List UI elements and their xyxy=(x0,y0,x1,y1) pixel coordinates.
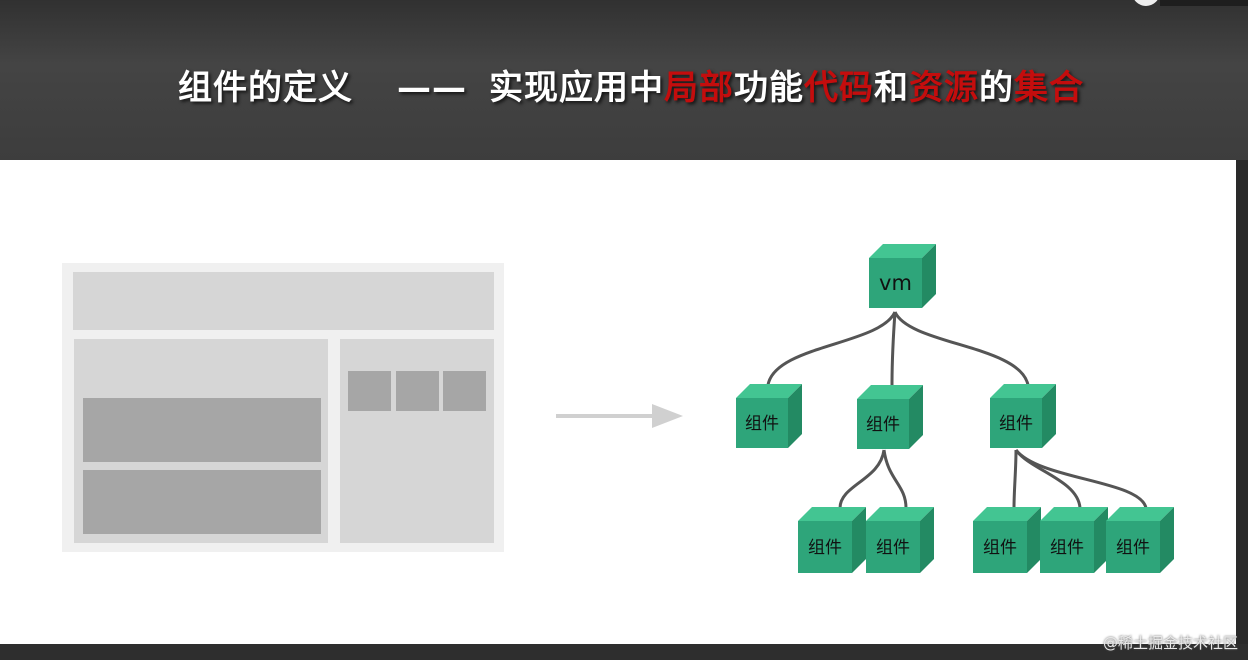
tree-connectors xyxy=(766,311,1148,509)
title-text: 的 xyxy=(979,68,1014,108)
title-highlight-collection: 集合 xyxy=(1014,68,1084,108)
connector-line xyxy=(838,449,886,509)
title-term: 组件的定义 xyxy=(178,68,353,108)
wireframe-header-block xyxy=(73,272,494,330)
cube-side xyxy=(1094,507,1108,573)
cube-top xyxy=(990,384,1056,398)
cube-side xyxy=(1027,507,1041,573)
cube-side xyxy=(920,507,934,573)
title-text: 实现应用中 xyxy=(489,68,664,108)
watermark: @稀土掘金技术社区 xyxy=(1102,634,1238,652)
component-node: 组件 xyxy=(866,507,934,573)
cube-front xyxy=(736,398,788,448)
cube-front xyxy=(973,521,1027,573)
arrow-icon xyxy=(556,404,683,428)
cube-front xyxy=(1106,521,1160,573)
wireframe-content-block xyxy=(83,470,321,534)
node-label: 组件 xyxy=(983,538,1017,558)
cube-top xyxy=(857,385,923,399)
cube-front xyxy=(798,521,852,573)
node-label: 组件 xyxy=(1116,538,1150,558)
cube-front xyxy=(866,521,920,573)
title-text: 功能 xyxy=(734,68,804,108)
component-node: 组件 xyxy=(857,385,923,449)
cube-side xyxy=(788,384,802,448)
title-highlight-local: 局部 xyxy=(664,68,734,108)
cube-top xyxy=(1040,507,1108,521)
connector-line xyxy=(882,449,908,509)
cube-top xyxy=(973,507,1041,521)
cube-front xyxy=(869,258,922,308)
cube-top xyxy=(736,384,802,398)
window-control-indicator xyxy=(1132,0,1160,6)
wireframe-sidebar-block xyxy=(340,339,494,543)
cube-top xyxy=(866,507,934,521)
node-label: 组件 xyxy=(866,415,900,435)
node-label: 组件 xyxy=(876,538,910,558)
component-node: 组件 xyxy=(990,384,1056,448)
title-dash: —— xyxy=(397,68,467,108)
page-wireframe xyxy=(62,263,504,552)
component-node: 组件 xyxy=(1040,507,1108,573)
slide-header xyxy=(0,0,1248,160)
node-label: 组件 xyxy=(745,414,779,434)
connector-line xyxy=(1012,449,1018,509)
cube-side xyxy=(852,507,866,573)
node-label: 组件 xyxy=(1050,538,1084,558)
wireframe-sidebar-item xyxy=(396,371,439,411)
bottom-bar xyxy=(0,644,1248,660)
wireframe-content-block xyxy=(83,398,321,462)
component-node: 组件 xyxy=(1106,507,1174,573)
root-node-vm: vm xyxy=(869,244,936,308)
cube-top xyxy=(798,507,866,521)
node-label: 组件 xyxy=(808,538,842,558)
cube-front xyxy=(1040,521,1094,573)
cube-side xyxy=(909,385,923,449)
connector-line xyxy=(766,311,897,386)
cube-side xyxy=(922,244,936,308)
wireframe-sidebar-item xyxy=(348,371,391,411)
title-highlight-resource: 资源 xyxy=(909,68,979,108)
root-label: vm xyxy=(879,271,912,295)
title-text: 和 xyxy=(874,68,909,108)
connector-line xyxy=(893,311,1030,386)
wireframe-sidebar-item xyxy=(443,371,486,411)
cube-side xyxy=(1160,507,1174,573)
cube-top xyxy=(1106,507,1174,521)
title-highlight-code: 代码 xyxy=(804,68,874,108)
cube-front xyxy=(990,398,1042,448)
component-node: 组件 xyxy=(736,384,802,448)
component-node: 组件 xyxy=(973,507,1041,573)
connector-line xyxy=(1014,448,1148,509)
slide-title: 组件的定义 —— 实现应用中局部功能代码和资源的集合 xyxy=(178,60,1084,109)
tree-nodes: vm组件组件组件组件组件组件组件组件 xyxy=(736,244,1174,573)
cube-side xyxy=(1042,384,1056,448)
component-node: 组件 xyxy=(798,507,866,573)
node-label: 组件 xyxy=(999,414,1033,434)
window-topbar xyxy=(1160,0,1248,6)
cube-top xyxy=(869,244,936,258)
cube-front xyxy=(857,399,909,449)
connector-line xyxy=(890,311,897,386)
